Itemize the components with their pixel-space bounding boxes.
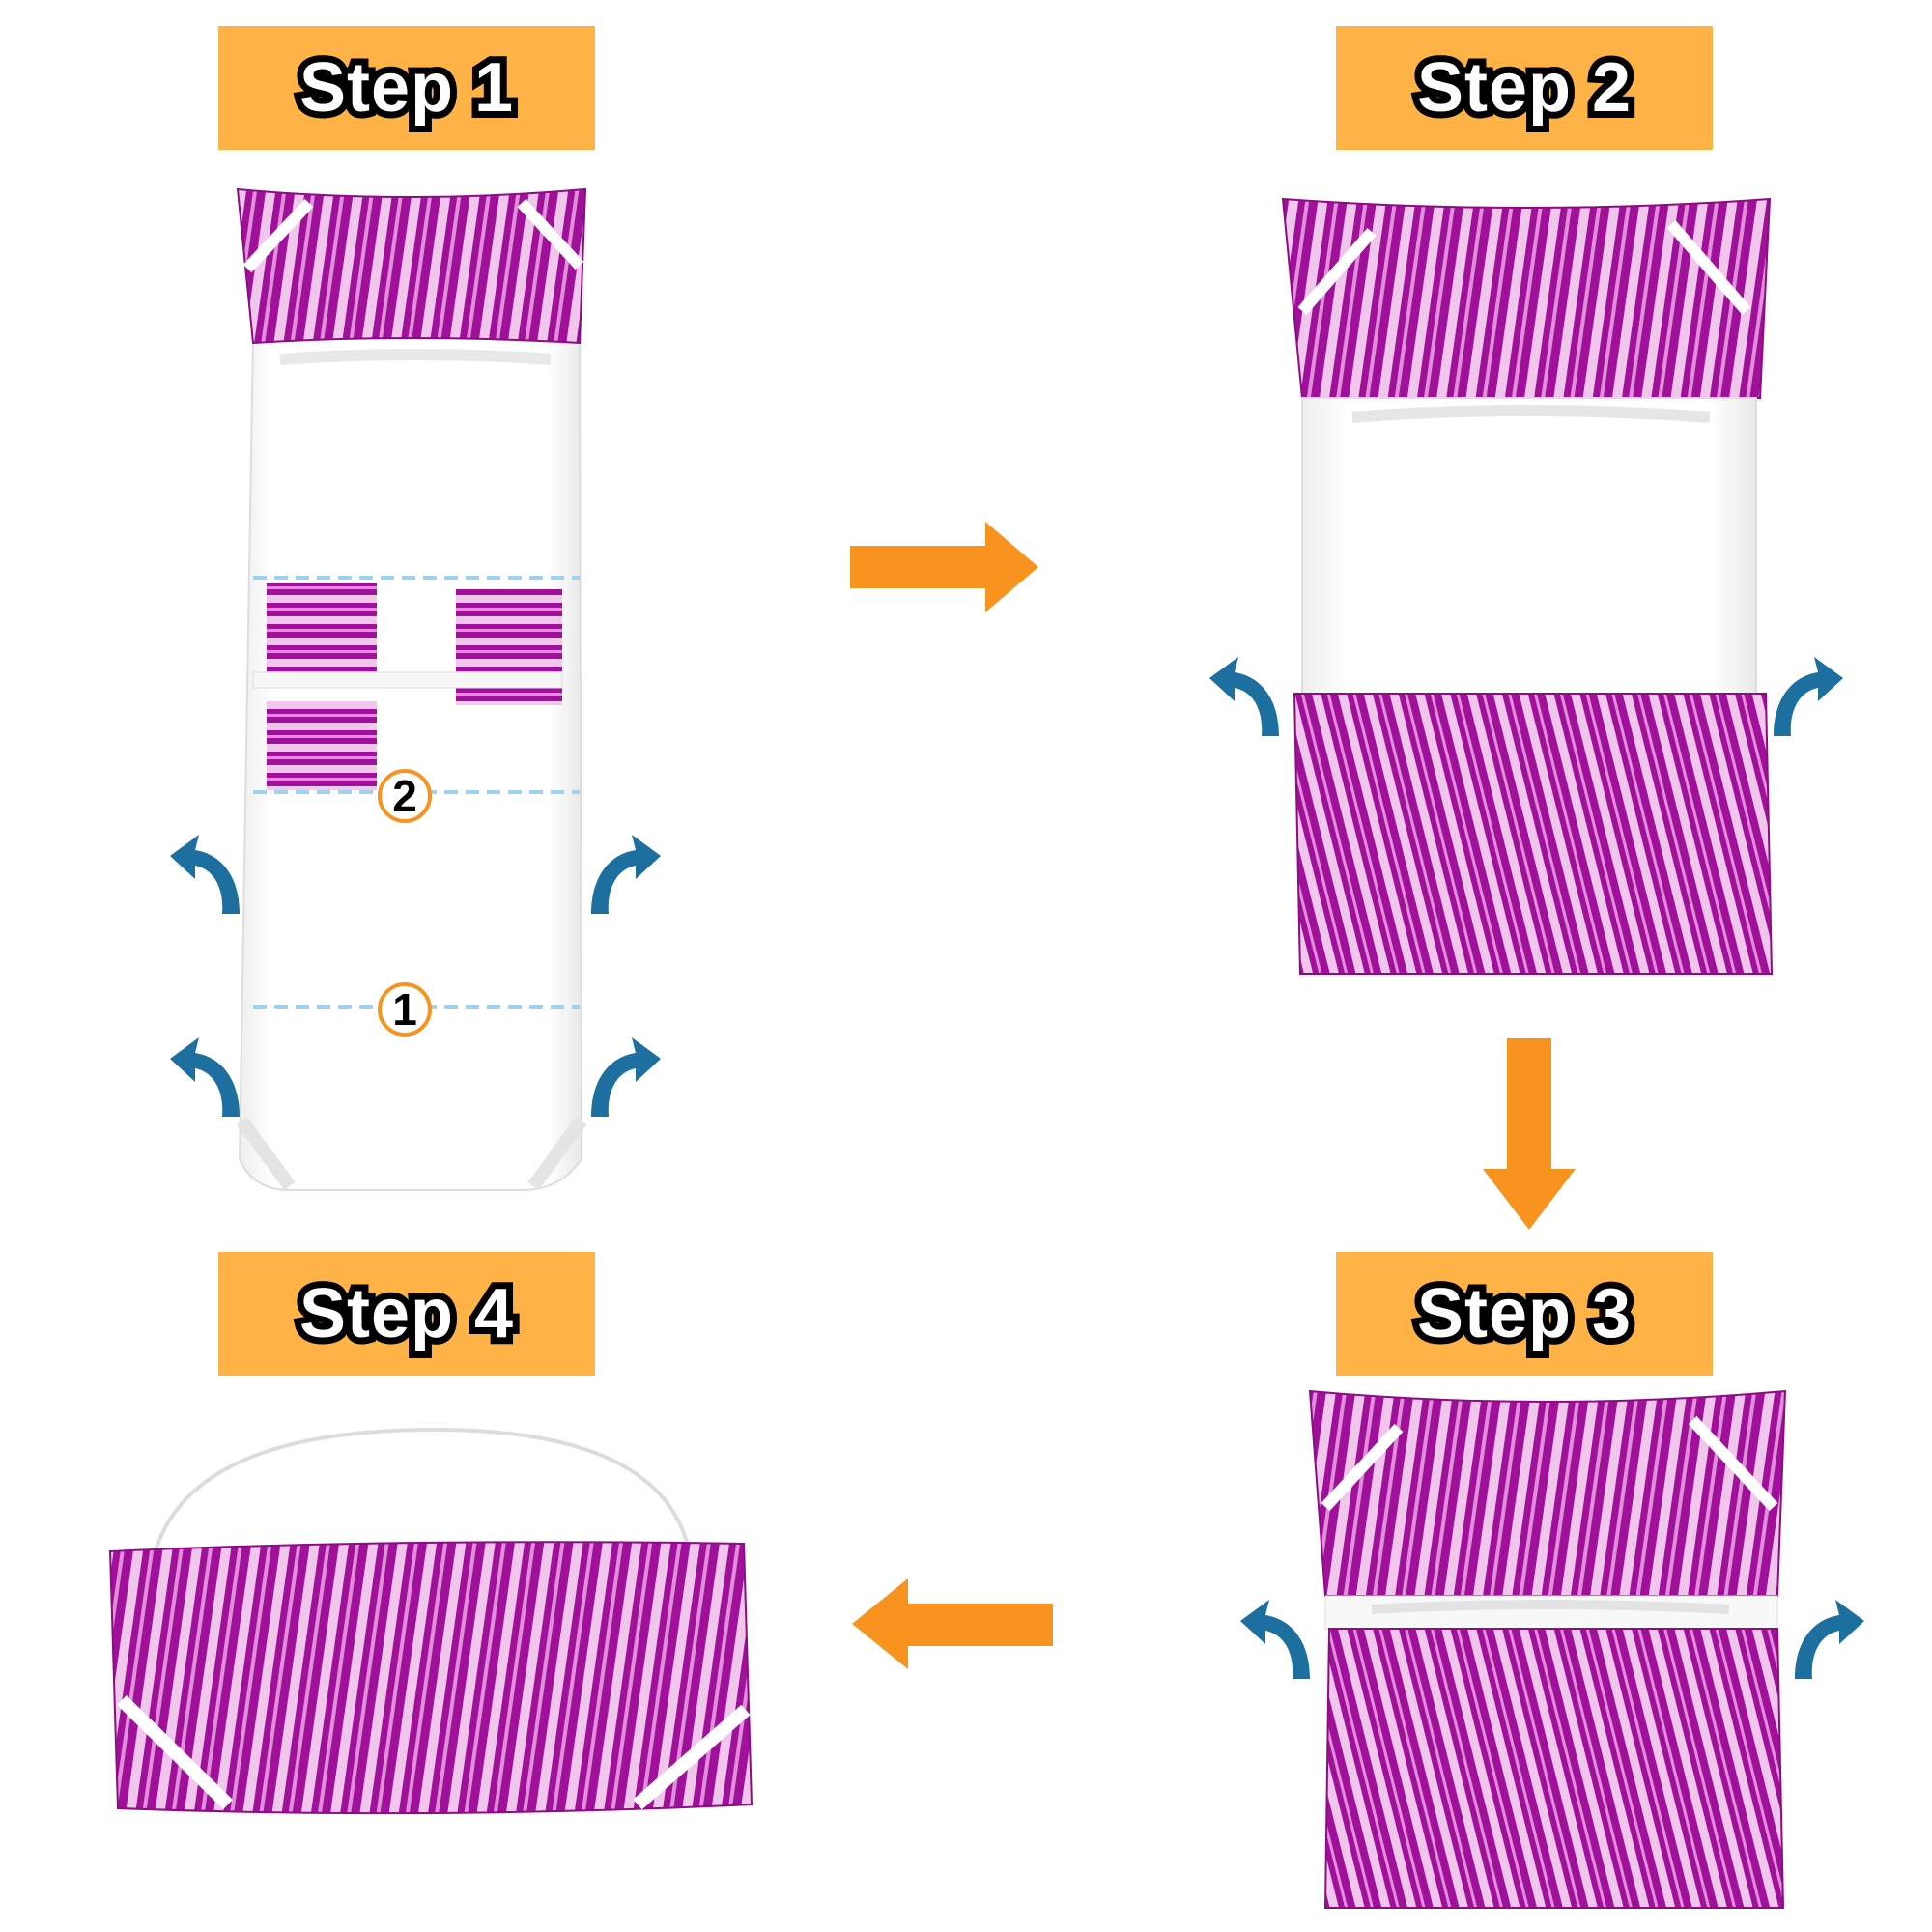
step-3-mat [1308, 1389, 1787, 1909]
step-4-folded-mat [108, 1416, 753, 1815]
step-4-banner: Step 4 [218, 1252, 595, 1376]
step-4-label: Step 4 [293, 1268, 520, 1359]
arrow-icon [1483, 1038, 1576, 1230]
fold-marker-1: 1 [378, 982, 432, 1037]
curved-fold-arrow-icon [1240, 1600, 1310, 1679]
curved-fold-arrow-icon [591, 835, 661, 914]
step-3-banner: Step 3 [1336, 1252, 1713, 1376]
arrow-icon [852, 1578, 1053, 1669]
curved-fold-arrow-icon [591, 1037, 661, 1117]
curved-fold-arrow-icon [170, 1037, 240, 1117]
step-2-banner: Step 2 [1336, 26, 1713, 150]
curved-fold-arrow-icon [1774, 657, 1843, 736]
step-2-label: Step 2 [1410, 43, 1637, 133]
fold-marker-2-text: 2 [392, 771, 417, 821]
curved-fold-arrow-icon [170, 835, 240, 914]
step-2-mat [1281, 197, 1774, 975]
curved-fold-arrow-icon [1209, 657, 1279, 736]
step-1-label: Step 1 [293, 43, 520, 133]
fold-marker-1-text: 1 [392, 984, 417, 1035]
step-1-banner: Step 1 [218, 26, 595, 150]
arrow-icon [850, 522, 1038, 612]
step-1-mat [236, 187, 587, 1191]
step-3-label: Step 3 [1410, 1268, 1637, 1359]
curved-fold-arrow-icon [1795, 1600, 1864, 1679]
fold-marker-2: 2 [378, 769, 432, 823]
